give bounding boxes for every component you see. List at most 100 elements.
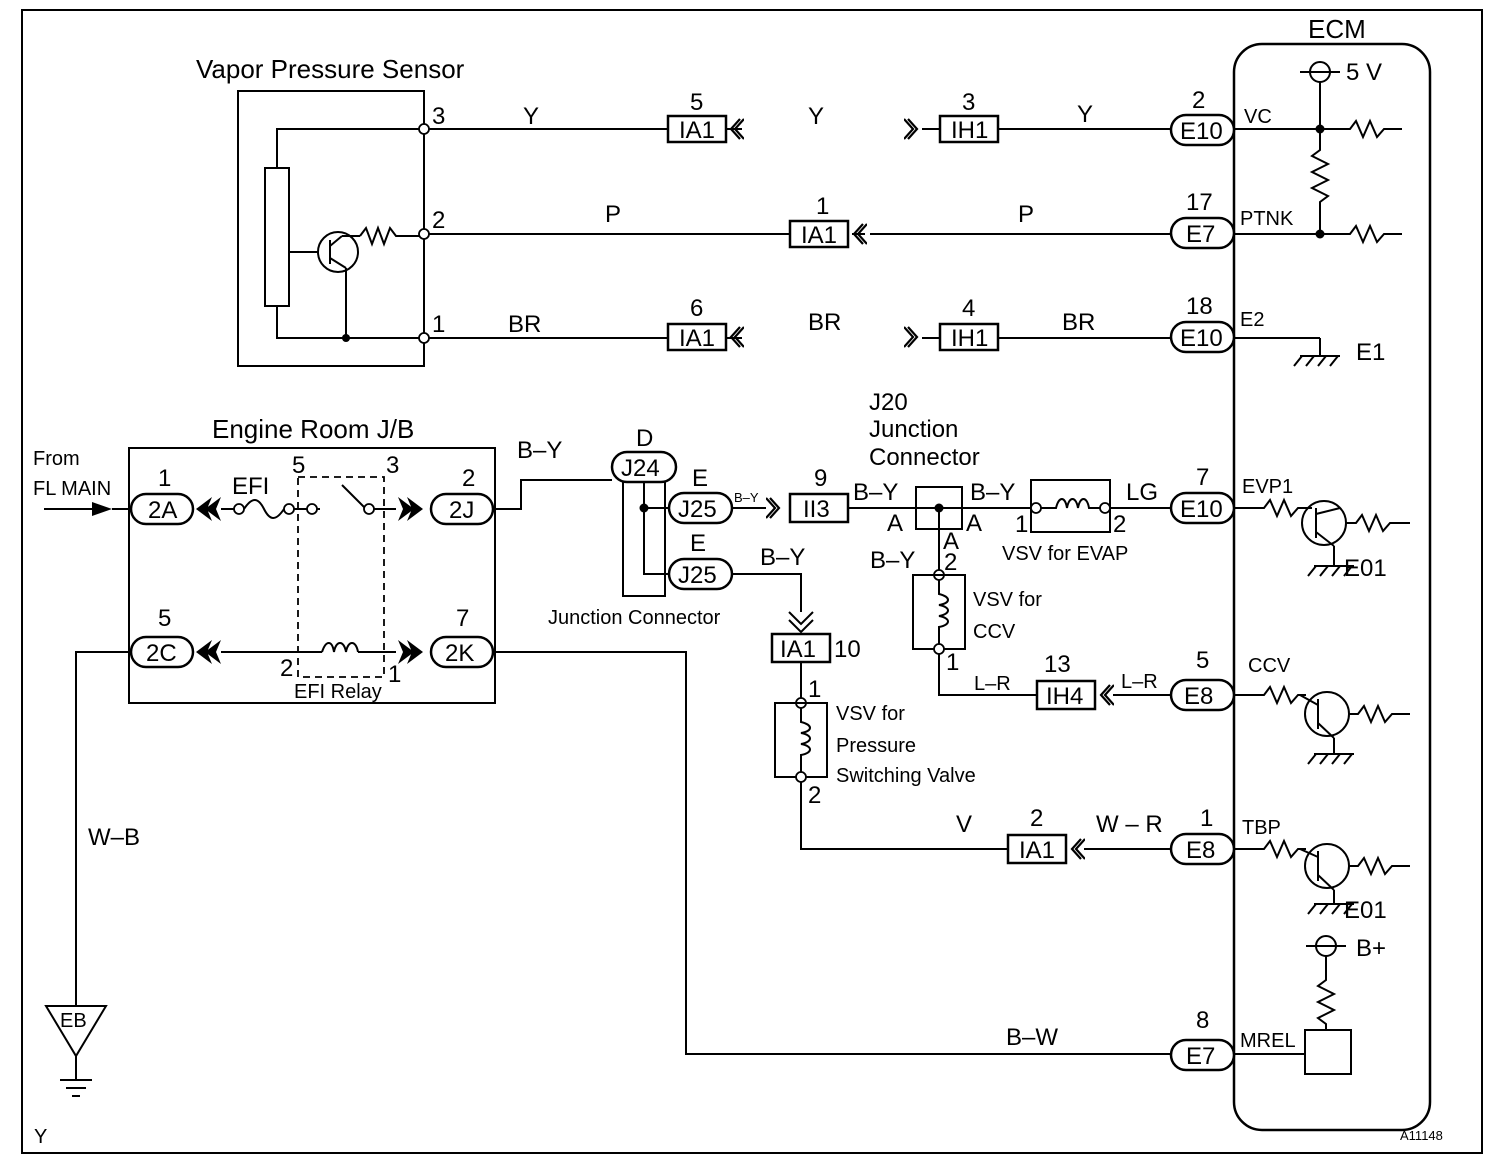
vps-pin-1: 1 [432, 311, 445, 338]
pin-ia1-d: 10 [834, 636, 861, 663]
pin-j24: D [636, 425, 653, 452]
connector-2j: 2J [449, 497, 474, 524]
ecm-e1: E1 [1356, 339, 1385, 366]
wire-bw: B–W [1006, 1024, 1058, 1051]
ecm-label: ECM [1308, 14, 1366, 44]
vsv-evap-label: VSV for EVAP [1002, 543, 1128, 565]
ecm-pin-evp1: EVP1 [1242, 476, 1293, 498]
ecm-pin-e2: E2 [1240, 309, 1264, 331]
wire-by-ii3: B–Y [853, 479, 898, 506]
pin-e7-b: 8 [1196, 1007, 1209, 1034]
efi-fuse [221, 499, 318, 519]
vsv-evap-body [1030, 479, 1111, 533]
pin-e8-a: 5 [1196, 647, 1209, 674]
vsv-psv-label-2: Pressure [836, 735, 916, 757]
pin-j25-b: E [690, 530, 706, 557]
connector-2c: 2C [146, 640, 177, 667]
corner-y: Y [34, 1126, 47, 1148]
pin-2c: 5 [158, 605, 171, 632]
ground-eb-label: EB [60, 1010, 87, 1032]
ecm-pin-ccv: CCV [1248, 655, 1291, 677]
wire-br-3: BR [1062, 309, 1095, 336]
vapor-sensor-title: Vapor Pressure Sensor [196, 54, 465, 84]
relay-pin-2: 2 [280, 655, 293, 682]
wire-by-j20: B–Y [970, 479, 1015, 506]
wire-by-ccv: B–Y [870, 547, 915, 574]
connector-e10-a: E10 [1180, 118, 1223, 145]
pin-ih4: 13 [1044, 651, 1071, 678]
engine-room-jb-box [128, 447, 496, 704]
vps-pin-2: 2 [432, 207, 445, 234]
vsv-psv-label-1: VSV for [836, 703, 905, 725]
vsv-evap-pin-2: 2 [1113, 511, 1126, 538]
pin-2k: 7 [456, 605, 469, 632]
vsv-ccv-pin-1: 1 [946, 649, 959, 676]
connector-e7-b: E7 [1186, 1043, 1215, 1070]
ground-eb-symbol [44, 1005, 108, 1097]
vapor-sensor-internals [264, 128, 424, 342]
ecm-pin-ptnk: PTNK [1240, 208, 1294, 230]
pin-ii3: 9 [814, 465, 827, 492]
pin-e10-a: 2 [1192, 87, 1205, 114]
connector-j25-b: J25 [678, 562, 717, 589]
connector-ih1-b: IH1 [951, 325, 988, 352]
pin-ih1-a: 3 [962, 89, 975, 116]
wire-v: V [956, 811, 972, 838]
relay-pin-5: 5 [292, 452, 305, 479]
connector-e8-a: E8 [1184, 683, 1213, 710]
connector-ih4: IH4 [1046, 683, 1083, 710]
wire-br-2: BR [808, 309, 841, 336]
wire-wb: W–B [88, 824, 140, 851]
vsv-psv-pin-2: 2 [808, 782, 821, 809]
connector-ia1-b: IA1 [801, 222, 837, 249]
pin-e8-b: 1 [1200, 805, 1213, 832]
j20-pin-a-left: A [887, 510, 903, 537]
connector-e10-b: E10 [1180, 325, 1223, 352]
ecm-ccv-driver [1234, 684, 1410, 765]
ecm-box [1232, 42, 1432, 1132]
connector-ia1-d: IA1 [780, 636, 816, 663]
connector-2a: 2A [148, 497, 177, 524]
vsv-psv-pin-1: 1 [808, 676, 821, 703]
relay-pin-1: 1 [388, 661, 401, 688]
ecm-tbp-driver [1234, 838, 1410, 915]
pin-ia1-c: 6 [690, 295, 703, 322]
ecm-internal-reference [1293, 61, 1402, 367]
figure-id: A11148 [1400, 1128, 1443, 1143]
wire-by-j25: B–Y [734, 490, 759, 505]
vsv-ccv-label-2: CCV [973, 621, 1016, 643]
ecm-5v: 5 V [1346, 59, 1382, 86]
connector-e8-b: E8 [1186, 837, 1215, 864]
ecm-pin-tbp: TBP [1242, 817, 1281, 839]
j20-label-1: J20 [869, 389, 908, 416]
engine-room-jb-title: Engine Room J/B [212, 414, 414, 444]
ecm-evp1-driver [1234, 497, 1410, 577]
from-label: From [33, 448, 80, 470]
wire-lg: LG [1126, 479, 1158, 506]
j20-label-2: Junction [869, 416, 958, 443]
wire-y-3: Y [1077, 101, 1093, 128]
j20-pin-a-right: A [966, 510, 982, 537]
wire-by-jb: B–Y [517, 437, 562, 464]
pin-ih1-b: 4 [962, 295, 975, 322]
wire-br-1: BR [508, 311, 541, 338]
pin-j25-a: E [692, 465, 708, 492]
wire-y-1: Y [523, 103, 539, 130]
vsv-ccv-label-1: VSV for [973, 589, 1042, 611]
connector-ii3: II3 [803, 496, 830, 523]
connector-e10-c: E10 [1180, 496, 1223, 523]
fl-main-label: FL MAIN [33, 478, 111, 500]
connector-j24: J24 [621, 455, 660, 482]
connector-ia1-e: IA1 [1019, 837, 1055, 864]
connector-j25-a: J25 [678, 496, 717, 523]
pin-e10-b: 18 [1186, 293, 1213, 320]
pin-2a: 1 [158, 465, 171, 492]
vsv-ccv-pin-2: 2 [944, 549, 957, 576]
efi-relay-dashed [297, 476, 385, 678]
outer-frame [21, 9, 1483, 1154]
wire-p-1: P [605, 201, 621, 228]
junction-connector-label: Junction Connector [548, 607, 721, 629]
wire-lr-1: L–R [974, 673, 1011, 695]
pin-ia1-a: 5 [690, 89, 703, 116]
